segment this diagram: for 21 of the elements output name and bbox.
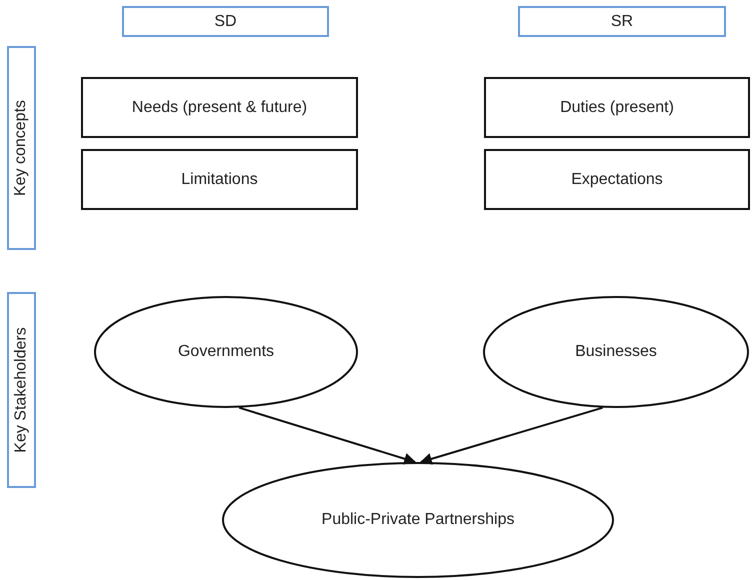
node-label: Public-Private Partnerships [322,511,514,528]
node-label: Needs (present & future) [132,98,308,118]
column-header-box [518,6,726,37]
node-label: Duties (present) [560,98,674,118]
node-label: Businesses [575,343,657,360]
concept-box [81,77,358,138]
row-label-box [7,292,36,488]
concept-box [81,149,358,210]
node-label: Expectations [571,170,663,190]
node-label: SR [610,12,634,32]
concept-box [484,77,750,138]
node-label: Limitations [181,170,258,190]
node-label: Governments [178,343,274,360]
concept-box [484,149,750,210]
node-label: Key Stakeholders [12,327,30,453]
column-header-box [122,6,329,37]
node-label: SD [214,12,237,32]
arrow [420,406,603,465]
node-label: Key concepts [12,100,30,196]
row-label-box [7,46,36,250]
arrow [238,406,416,465]
